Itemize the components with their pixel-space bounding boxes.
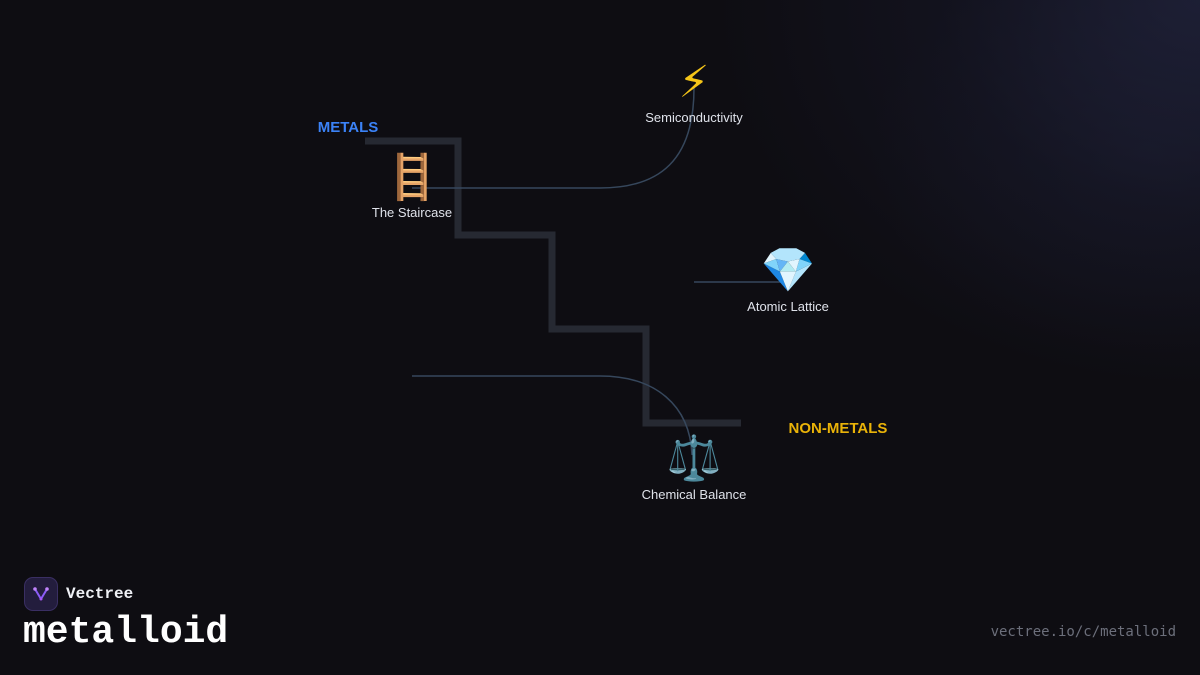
node-label-staircase: The Staircase (372, 205, 452, 220)
node-staircase[interactable]: 🪜 The Staircase (372, 152, 452, 220)
ladder-icon: 🪜 (385, 152, 440, 203)
lightning-icon: ⚡ (679, 57, 710, 108)
metals-region-label: METALS (318, 119, 379, 136)
node-balance[interactable]: ⚖️ Chemical Balance (642, 433, 747, 502)
node-label-balance: Chemical Balance (642, 487, 747, 502)
connector-balance (412, 375, 693, 456)
nonmetals-region-label: NON-METALS (789, 420, 888, 437)
connector-staircase-semiconductivity (412, 87, 695, 189)
gem-icon: 💎 (761, 245, 816, 296)
node-lattice[interactable]: 💎 Atomic Lattice (747, 245, 829, 314)
scales-icon: ⚖️ (667, 433, 722, 484)
vectree-logo-icon (24, 577, 58, 611)
course-url-link[interactable]: vectree.io/c/metalloid (990, 624, 1176, 640)
brand-name: Vectree (66, 585, 134, 603)
node-label-semiconductivity: Semiconductivity (645, 110, 743, 125)
node-label-lattice: Atomic Lattice (747, 299, 829, 314)
brand: Vectree (24, 577, 133, 611)
node-semiconductivity[interactable]: ⚡ Semiconductivity (645, 57, 743, 125)
page-title: metalloid (23, 611, 229, 654)
metal-nonmetal-staircase (365, 137, 741, 427)
